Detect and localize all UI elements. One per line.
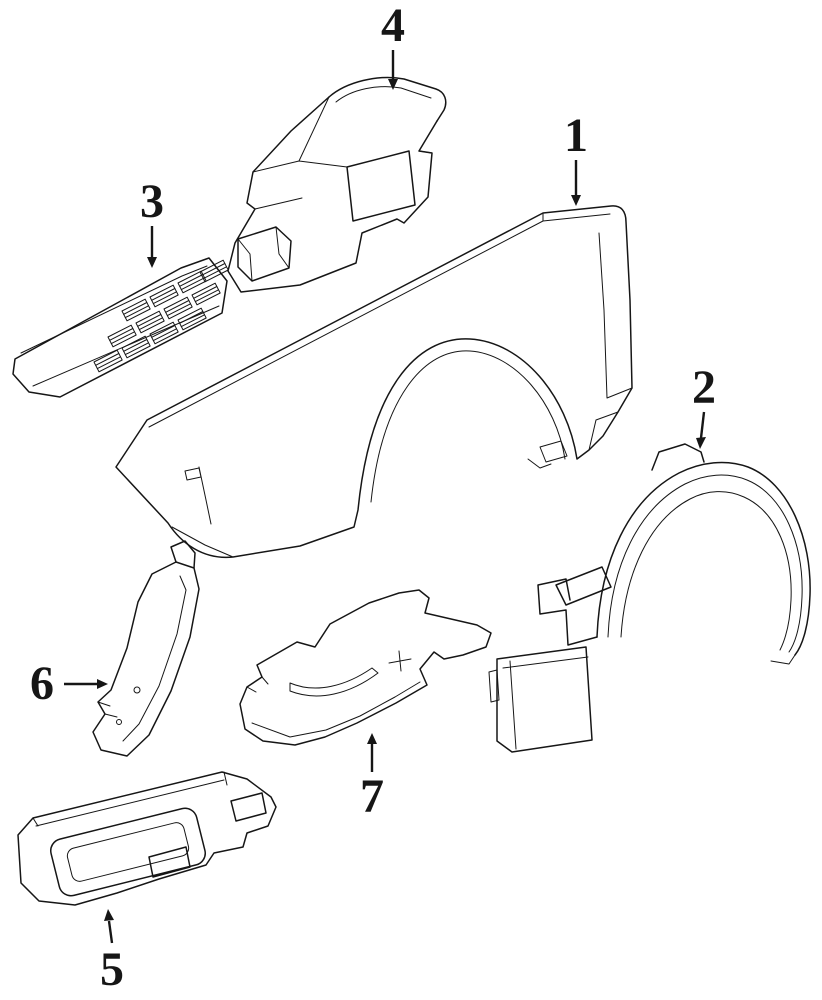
part7-outline <box>239 589 492 746</box>
part6-inner-line <box>122 575 187 742</box>
part4-lower-box <box>237 226 292 282</box>
part4-window-opening <box>346 150 416 222</box>
part4-lower-box-edges <box>237 226 290 282</box>
part1-rear-bracket <box>527 440 568 469</box>
callout-number-3[interactable]: 3 <box>140 175 164 228</box>
part2-right-foot <box>770 654 796 665</box>
callout-number-5[interactable]: 5 <box>100 943 124 996</box>
part7-inner-rim <box>251 681 421 738</box>
part1-wheel-arch-flange <box>370 350 566 503</box>
part7-left-notch-lines <box>246 676 269 693</box>
part-3-vent-panel-drawing <box>12 257 229 398</box>
part2-left-bracket <box>555 566 612 606</box>
part5-ring-outer <box>50 807 206 897</box>
part4-top-flange-inner <box>335 86 432 103</box>
part-4-duct-bracket-drawing <box>227 76 447 293</box>
part6-top-tab <box>170 540 196 569</box>
part5-outline <box>17 771 277 906</box>
part4-facet-lines <box>252 96 433 210</box>
callout-3-arrowhead <box>147 257 157 268</box>
part4-body-outline <box>227 96 438 293</box>
part-1-fender-drawing <box>115 205 633 559</box>
callout-2-arrowhead <box>696 437 706 449</box>
callout-number-4[interactable]: 4 <box>381 0 405 52</box>
callout-4-arrowhead <box>388 79 398 90</box>
callout-6[interactable]: 6 <box>30 657 108 710</box>
part5-center-tab <box>148 846 191 878</box>
callout-6-arrowhead <box>97 679 108 689</box>
part7-cross-mark <box>388 650 412 672</box>
part2-rim-arch <box>607 474 803 653</box>
part-2-fender-liner-drawing <box>488 443 811 753</box>
part4-top-flange-outer <box>328 76 447 122</box>
part2-left-steps <box>537 578 598 646</box>
callout-number-6[interactable]: 6 <box>30 657 54 710</box>
callout-5-arrowhead <box>104 909 114 921</box>
callout-2-arrow-line <box>699 411 706 439</box>
callout-number-7[interactable]: 7 <box>360 770 384 823</box>
part2-inner-arch <box>620 491 792 651</box>
part1-outline <box>115 205 633 559</box>
part-6-bracket-drawing <box>92 540 200 757</box>
callout-number-1[interactable]: 1 <box>564 109 588 162</box>
part5-top-edge-lines <box>32 771 228 827</box>
part1-front-lower-edge <box>171 526 234 558</box>
part1-hood-edge-line <box>148 212 611 428</box>
part3-top-edge-line <box>20 265 208 354</box>
part-5-insulator-panel-drawing <box>17 771 277 906</box>
part3-outline <box>12 257 228 398</box>
part6-hole-lower <box>116 719 122 725</box>
part5-opening-ring <box>50 807 206 897</box>
callout-4[interactable]: 4 <box>381 0 405 90</box>
part5-right-tab <box>230 792 267 822</box>
callout-2[interactable]: 2 <box>692 361 716 449</box>
part3-vent-slats <box>93 259 229 373</box>
part7-curved-slot <box>289 667 379 697</box>
part2-lower-box <box>496 646 593 753</box>
callout-number-2[interactable]: 2 <box>692 361 716 414</box>
callout-7-arrowhead <box>367 733 377 744</box>
part6-hole-upper <box>133 686 141 694</box>
callout-5[interactable]: 5 <box>100 909 124 996</box>
callout-1[interactable]: 1 <box>564 109 588 206</box>
part2-outer-arch <box>596 461 811 656</box>
part6-outline <box>92 561 200 757</box>
part5-ring-inner <box>66 822 190 882</box>
part-7-splash-shield-drawing <box>239 589 492 746</box>
callout-3[interactable]: 3 <box>140 175 164 268</box>
part1-rear-seam <box>588 232 633 451</box>
part6-notches <box>97 701 118 718</box>
part2-lower-box-lines <box>502 656 589 750</box>
part1-front-seam <box>184 466 212 525</box>
callout-5-arrow-line <box>107 920 114 944</box>
part2-small-tab <box>488 669 500 703</box>
part2-top-tab <box>651 443 705 471</box>
callout-1-arrowhead <box>571 195 581 206</box>
callout-7[interactable]: 7 <box>360 733 384 823</box>
